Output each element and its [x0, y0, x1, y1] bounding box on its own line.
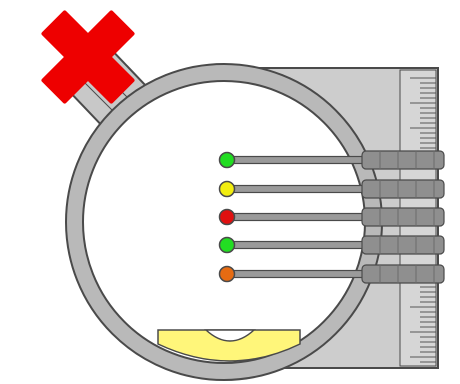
pin-rod	[227, 184, 375, 194]
pin-head-green	[218, 151, 236, 169]
sight-pin-yellow	[218, 179, 445, 199]
pin-rod	[227, 240, 375, 250]
elevation-scale-top	[410, 77, 436, 149]
sight-pins	[218, 150, 445, 284]
red-x-icon	[41, 10, 135, 104]
pin-head-red	[218, 208, 236, 226]
sight-pin-green	[218, 150, 445, 170]
pin-head-green	[218, 236, 236, 254]
pin-adjuster-block	[361, 150, 445, 170]
pin-adjuster-block	[361, 235, 445, 255]
pin-rod	[227, 269, 375, 279]
pin-rod	[227, 155, 375, 165]
sight-pin-red	[218, 207, 445, 227]
pin-adjuster-block	[361, 207, 445, 227]
pin-adjuster-block	[361, 179, 445, 199]
pin-rod	[227, 212, 375, 222]
bubble-level	[157, 329, 301, 362]
pin-adjuster-block	[361, 264, 445, 284]
pin-head-orange	[218, 265, 236, 283]
sight-pin-orange	[218, 264, 445, 284]
pin-head-yellow	[218, 180, 236, 198]
sight-pin-green	[218, 235, 445, 255]
